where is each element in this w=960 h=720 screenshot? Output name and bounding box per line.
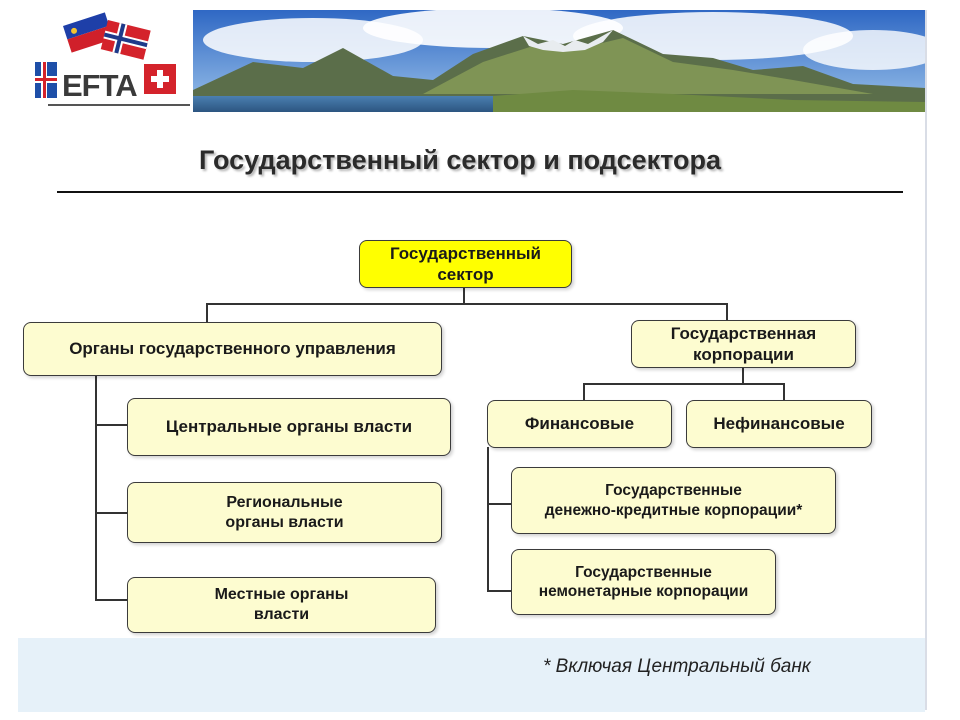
connector-line <box>487 503 512 505</box>
connector-line <box>95 424 127 426</box>
box-local-government: Местные органы власти <box>127 577 436 633</box>
connector-line <box>95 599 127 601</box>
box-government-sector-line2: сектор <box>437 265 494 284</box>
connector-line <box>487 590 512 592</box>
box-local-government-line2: власти <box>253 606 310 623</box>
efta-logo: EFTA <box>18 10 190 112</box>
box-general-government: Органы государственного управления <box>23 322 442 376</box>
connector-line <box>206 303 208 323</box>
box-central-government: Центральные органы власти <box>127 398 451 456</box>
connector-line <box>463 288 465 304</box>
box-financial: Финансовые <box>487 400 672 448</box>
connector-line <box>783 383 785 401</box>
connector-line <box>95 512 127 514</box>
box-monetary-corporations-line1: Государственные <box>605 482 742 500</box>
box-nonmonetary-corporations: Государственные немонетарные корпорации <box>511 549 776 615</box>
footnote: * Включая Центральный банк <box>543 656 811 677</box>
logo-text: EFTA <box>62 68 138 103</box>
box-central-government-label: Центральные органы власти <box>165 417 413 437</box>
box-nonfinancial: Нефинансовые <box>686 400 872 448</box>
connector-line <box>726 303 728 321</box>
box-regional-government-line1: Региональные <box>226 493 343 511</box>
box-public-corporations-line1: Государственная <box>670 323 817 343</box>
connector-line <box>487 447 489 592</box>
box-public-corporations: Государственная корпорации <box>631 320 856 368</box>
box-monetary-corporations: Государственные денежно-кредитные корпор… <box>511 467 836 534</box>
box-government-sector-line1: Государственный <box>389 243 542 263</box>
box-regional-government: Региональные органы власти <box>127 482 442 543</box>
page-title: Государственный сектор и подсектора <box>198 145 722 175</box>
box-nonfinancial-label: Нефинансовые <box>713 414 845 434</box>
header-banner-image <box>193 10 925 112</box>
title-divider <box>57 191 903 193</box>
box-nonmonetary-corporations-line2: немонетарные корпорации <box>538 583 749 600</box>
logo-underline <box>48 104 190 106</box>
box-government-sector: Государственный сектор <box>359 240 572 288</box>
box-general-government-label: Органы государственного управления <box>69 339 396 359</box>
box-regional-government-line2: органы власти <box>225 513 344 531</box>
connector-line <box>742 367 744 384</box>
connector-line <box>583 383 785 385</box>
flags-icon <box>35 12 176 98</box>
connector-line <box>583 383 585 401</box>
connector-line <box>95 375 97 601</box>
connector-line <box>206 303 728 305</box>
box-local-government-line1: Местные органы <box>214 586 349 603</box>
box-public-corporations-line2: корпорации <box>693 345 794 364</box>
box-monetary-corporations-line2: денежно-кредитные корпорации* <box>544 501 803 519</box>
slide-frame <box>925 10 927 710</box>
footer-band <box>18 638 925 712</box>
box-financial-label: Финансовые <box>524 414 635 434</box>
box-nonmonetary-corporations-line1: Государственные <box>575 563 712 581</box>
